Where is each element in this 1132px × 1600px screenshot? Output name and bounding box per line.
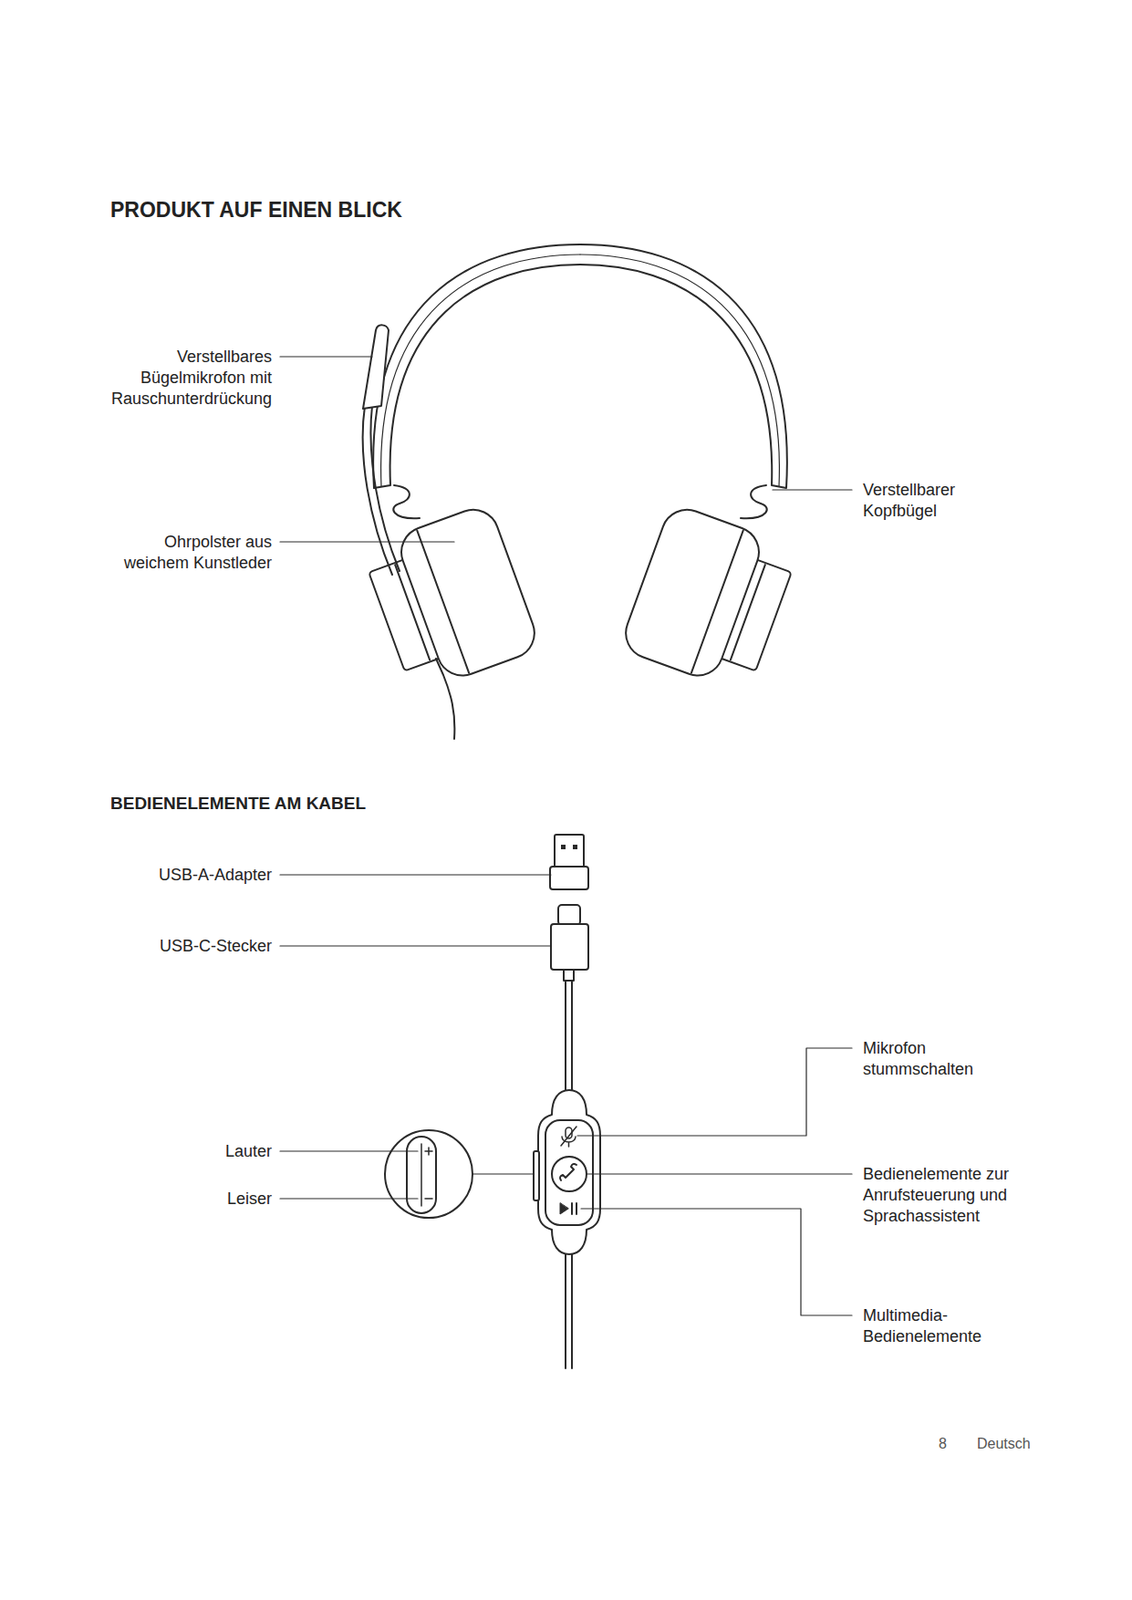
leader-line (280, 355, 373, 357)
leader-line (577, 1048, 852, 1136)
left-ear-cup (368, 502, 541, 683)
part-label: USB-C-Stecker (71, 935, 272, 957)
part-label: Multimedia- Bedienelemente (862, 1305, 1023, 1348)
part-label: Bedienelemente zur Anrufsteuerung und Sp… (862, 1163, 1037, 1227)
leader-line (280, 873, 551, 875)
headband (373, 244, 788, 489)
leader-line (280, 1197, 418, 1199)
hinge-wire (740, 485, 768, 519)
part-label: Verstellbarer Kopfbügel (862, 479, 1023, 522)
headphone-cable (436, 658, 455, 739)
right-ear-cup (618, 502, 791, 683)
leader-line (772, 488, 852, 490)
leader-line (586, 1173, 852, 1174)
part-label: Ohrpolster aus weichem Kunstleder (107, 531, 272, 574)
page-number: 8 (938, 1433, 947, 1454)
leader-line (280, 945, 551, 946)
part-label: Leiser (135, 1188, 272, 1210)
usb-a-adapter (550, 834, 589, 890)
leader-line (280, 540, 455, 542)
part-label: Verstellbares Bügelmikrofon mit Rauschun… (98, 346, 272, 410)
hinge-wire (393, 485, 420, 519)
microphone-boom (363, 324, 400, 575)
page-language: Deutsch (976, 1433, 1031, 1454)
leader-line (280, 1150, 418, 1152)
part-label: USB-A-Adapter (71, 864, 272, 886)
part-label: Mikrofon stummschalten (862, 1038, 1023, 1081)
section-title: PRODUKT AUF EINEN BLICK (110, 197, 403, 223)
section-heading: BEDIENELEMENTE AM KABEL (110, 792, 366, 814)
volume-zoom (384, 1130, 534, 1218)
leader-line (581, 1208, 852, 1316)
inline-control-module (533, 1090, 601, 1255)
part-label: Lauter (135, 1141, 272, 1163)
